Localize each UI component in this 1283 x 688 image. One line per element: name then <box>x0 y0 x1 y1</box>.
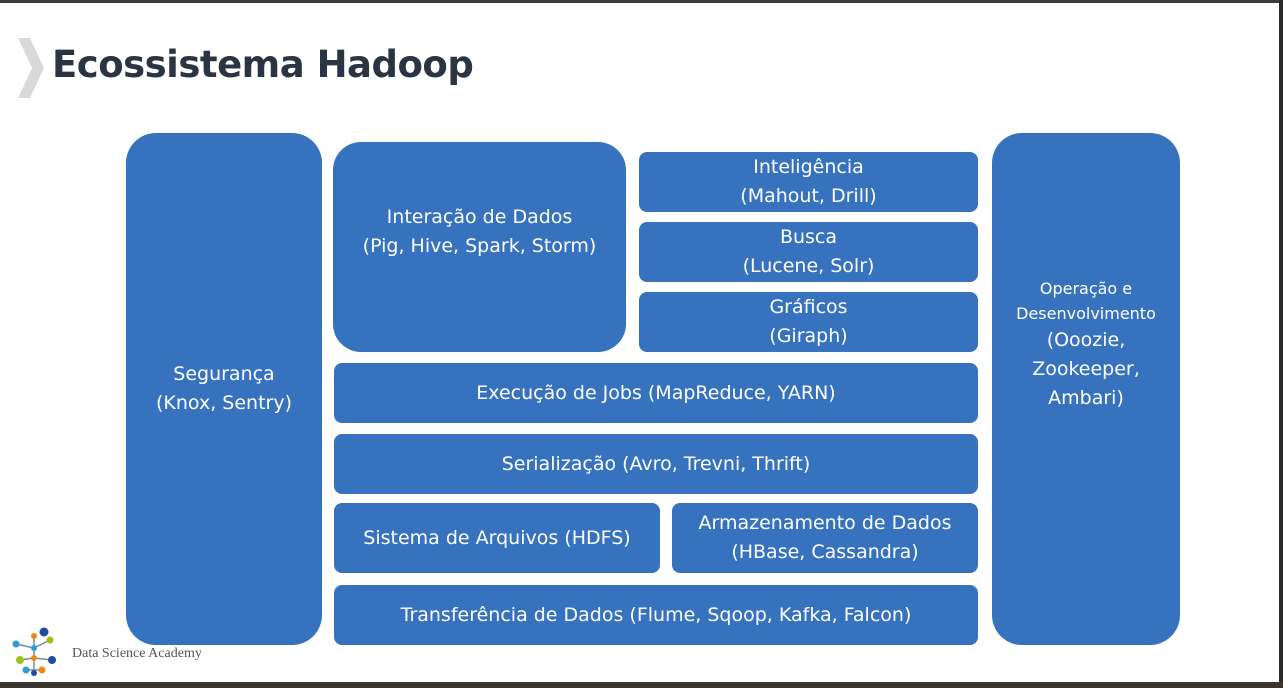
search-label: Busca <box>779 226 838 248</box>
intelligence-tools: (Mahout, Drill) <box>740 185 877 207</box>
logo-text: Data Science Academy <box>72 646 202 661</box>
chevron-icon <box>18 38 44 98</box>
window-right-border <box>1279 0 1283 688</box>
data-transfer-label: Transferência de Dados (Flume, Sqoop, Ka… <box>400 603 912 626</box>
serialization-box: Serialização (Avro, Trevni, Thrift) <box>334 434 978 494</box>
data-interaction-tools: (Pig, Hive, Spark, Storm) <box>362 235 597 257</box>
data-storage-tools: (HBase, Cassandra) <box>731 541 919 563</box>
file-system-box: Sistema de Arquivos (HDFS) <box>334 503 660 573</box>
graphs-label: Gráficos <box>769 296 848 318</box>
job-execution-label: Execução de Jobs (MapReduce, YARN) <box>476 381 836 404</box>
operations-tools-line1: (Ooozie, <box>1046 328 1126 351</box>
operations-tools-line3: Ambari) <box>1048 386 1124 409</box>
job-execution-box: Execução de Jobs (MapReduce, YARN) <box>334 363 978 423</box>
data-science-academy-logo-icon <box>12 627 56 676</box>
security-box: Segurança (Knox, Sentry) <box>126 133 322 645</box>
intelligence-box: Inteligência (Mahout, Drill) <box>639 152 978 212</box>
operations-tools-line2: Zookeeper, <box>1032 357 1140 380</box>
slide-title: Ecossistema Hadoop <box>52 43 474 86</box>
security-tools: (Knox, Sentry) <box>156 392 292 414</box>
serialization-label: Serialização (Avro, Trevni, Thrift) <box>501 452 811 475</box>
data-storage-box: Armazenamento de Dados (HBase, Cassandra… <box>672 503 978 573</box>
bottom-bar <box>0 682 1283 688</box>
intelligence-label: Inteligência <box>753 156 864 178</box>
search-box: Busca (Lucene, Solr) <box>639 222 978 282</box>
security-label: Segurança <box>173 363 275 385</box>
file-system-label: Sistema de Arquivos (HDFS) <box>363 526 631 549</box>
search-tools: (Lucene, Solr) <box>742 255 875 277</box>
window-top-border <box>0 0 1283 3</box>
graphs-box: Gráficos (Giraph) <box>639 292 978 352</box>
graphs-tools: (Giraph) <box>769 325 848 347</box>
data-transfer-box: Transferência de Dados (Flume, Sqoop, Ka… <box>334 585 978 645</box>
operations-label-line1: Operação e <box>1039 278 1133 298</box>
operations-box: Operação e Desenvolvimento (Ooozie, Zook… <box>992 133 1180 645</box>
operations-label-line2: Desenvolvimento <box>1016 303 1156 323</box>
data-interaction-box: Interação de Dados (Pig, Hive, Spark, St… <box>333 142 626 352</box>
data-storage-label: Armazenamento de Dados <box>698 512 952 534</box>
data-interaction-label: Interação de Dados <box>386 206 573 228</box>
